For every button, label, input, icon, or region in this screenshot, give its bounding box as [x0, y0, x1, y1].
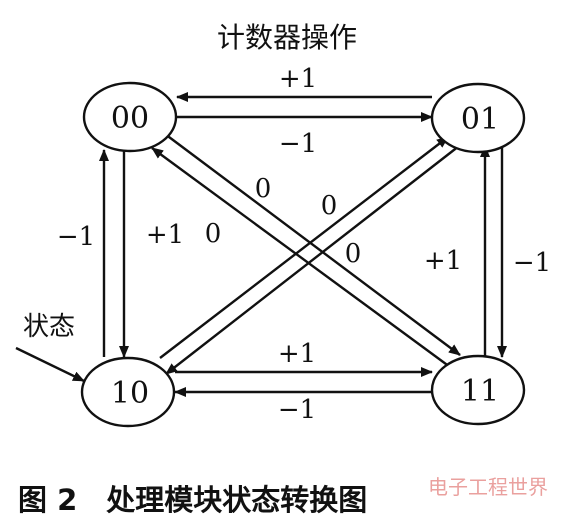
label-bottom-minus: −1 — [278, 395, 316, 425]
label-bottom-plus: +1 — [278, 339, 316, 369]
state-label-11: 11 — [461, 374, 499, 409]
label-diag-zero-3: 0 — [205, 219, 222, 249]
label-left-plus: +1 — [146, 220, 184, 250]
arrow-00-to-11 — [164, 133, 461, 356]
figure-caption: 图 2 处理模块状态转换图 — [18, 483, 367, 517]
label-diag-zero-2: 0 — [321, 191, 338, 221]
input-label: 状态 — [23, 312, 75, 342]
arrow-10-to-01 — [159, 136, 449, 359]
state-node-10 — [80, 356, 176, 428]
watermark: 电子工程世界 — [428, 475, 548, 499]
label-diag-zero-4: 0 — [345, 239, 362, 269]
state-node-11 — [430, 354, 526, 426]
label-left-minus: −1 — [57, 222, 95, 252]
state-label-00: 00 — [111, 101, 149, 136]
state-node-01 — [430, 82, 526, 154]
state-node-00 — [82, 81, 178, 153]
state-label-01: 01 — [461, 102, 499, 137]
label-right-minus: −1 — [513, 248, 551, 278]
label-right-plus: +1 — [424, 246, 462, 276]
arrow-11-to-00 — [151, 147, 451, 368]
label-diag-zero-1: 0 — [255, 174, 272, 204]
label-top-plus: +1 — [279, 64, 317, 94]
arrow-01-to-10 — [165, 145, 460, 375]
label-top-minus: −1 — [279, 129, 317, 159]
diagram-title: 计数器操作 — [217, 21, 357, 54]
state-label-10: 10 — [111, 376, 149, 411]
input-arrow — [15, 346, 85, 383]
